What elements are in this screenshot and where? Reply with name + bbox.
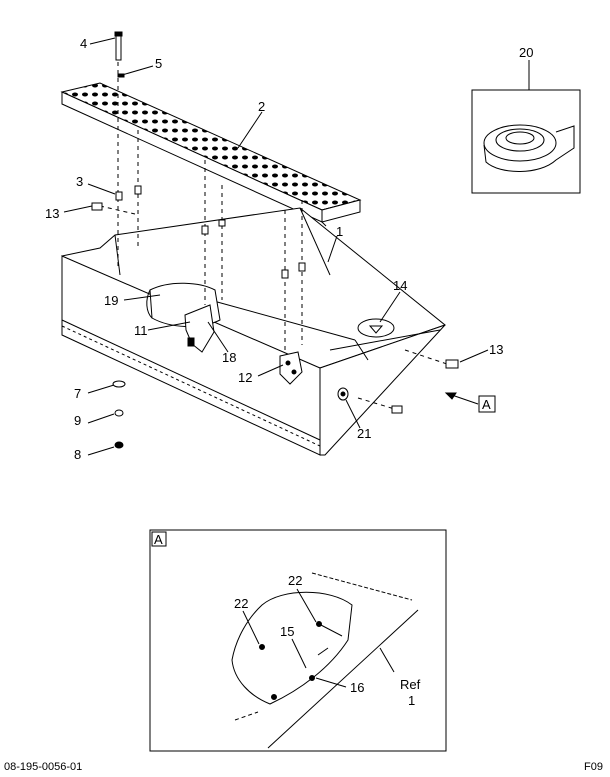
callout-22-left: 22 [234,596,248,611]
level-sender [337,387,349,401]
document-id: 08-195-0056-01 [4,761,83,773]
mounting-bracket [184,304,215,353]
detail-view-a [149,529,447,752]
callout-3: 3 [76,174,83,189]
detail-labels: A 22 22 15 16 Ref 1 [154,532,421,708]
callout-labels: 4 5 2 3 13 1 19 11 18 12 14 13 21 7 9 8 … [45,36,533,462]
step-bracket [279,351,303,385]
fuel-cap [357,318,395,338]
callout-13b: 13 [489,342,503,357]
fasteners [91,31,459,449]
callout-11: 11 [134,323,148,338]
callout-1: 1 [336,224,343,239]
callout-15: 15 [280,624,294,639]
callout-2: 2 [258,99,265,114]
fuel-tank [61,207,447,456]
callout-21: 21 [357,426,371,441]
callout-5: 5 [155,56,162,71]
callout-16: 16 [350,680,364,695]
callout-8: 8 [74,447,81,462]
detail-box-label: A [154,532,163,547]
callout-9: 9 [74,413,81,428]
leader-lines [63,37,489,456]
callout-14: 14 [393,278,407,293]
ref-word: Ref [400,677,421,692]
callout-7: 7 [74,386,81,401]
callout-20: 20 [519,45,533,60]
ref-number: 1 [408,693,415,708]
step-grating [60,82,362,227]
callout-4: 4 [80,36,87,51]
callout-22-right: 22 [288,573,302,588]
view-reference-box [478,395,496,413]
callout-12: 12 [238,370,252,385]
inset-box-20 [471,60,581,194]
figure-id: F09 [584,761,603,773]
callout-13a: 13 [45,206,59,221]
view-reference-label: A [482,397,491,412]
callout-19: 19 [104,293,118,308]
callout-18: 18 [222,350,236,365]
